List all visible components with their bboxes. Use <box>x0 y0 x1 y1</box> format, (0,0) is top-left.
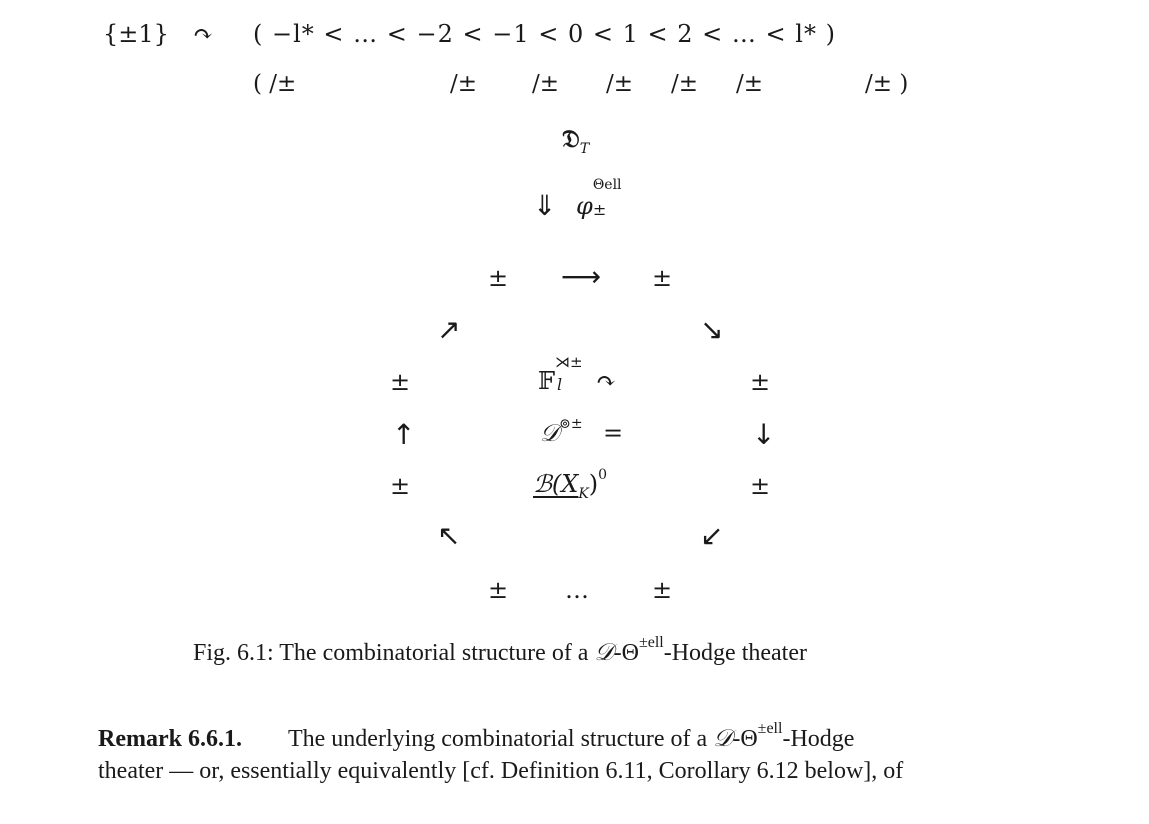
second-row-item: /± <box>450 71 478 97</box>
second-row-close: /± ) <box>865 71 909 97</box>
remark-line1-D: 𝒟 <box>713 726 733 752</box>
caption-superscript: ±ell <box>638 634 664 651</box>
caption-theta: -Θ <box>613 640 639 666</box>
remark-line1-b: -Hodge <box>782 726 855 752</box>
b-of-x-close: ) <box>588 470 599 498</box>
frak-d-subscript: T <box>579 140 590 157</box>
second-row-item: /± <box>671 71 699 97</box>
caption-prefix: Fig. 6.1: The combinatorial structure of… <box>193 640 595 666</box>
field-F-subscript: l <box>557 375 563 394</box>
node-mid-left-lower: ± <box>390 472 411 500</box>
phi-subscript: ± <box>592 200 607 219</box>
node-bottom-left: ± <box>488 576 509 604</box>
field-F-superscript: ⋊± <box>555 353 583 371</box>
action-symbol: ↷ <box>193 20 214 48</box>
northwest-arrow-icon: ↖ <box>437 519 461 552</box>
b-of-x-subscript: K <box>578 485 589 502</box>
caption-D: 𝒟 <box>594 640 614 666</box>
down-arrow-icon: ↓ <box>752 418 776 451</box>
remark-title: Remark 6.6.1. <box>98 726 242 752</box>
remark-line1-superscript: ±ell <box>757 720 783 737</box>
field-F: 𝔽 <box>538 367 556 395</box>
center-action-symbol: ↷ <box>596 367 617 395</box>
caption-suffix: -Hodge theater <box>663 640 807 666</box>
phi-label: φ Θell ± <box>576 178 622 220</box>
node-bottom-right: ± <box>652 576 673 604</box>
center-line-3: ℬ(XK)0 <box>533 468 607 501</box>
frak-d-symbol: 𝔇T <box>562 124 589 156</box>
southeast-arrow-icon: ↘ <box>700 313 724 346</box>
ordered-sequence: ( −l* < … < −2 < −1 < 0 < 1 < 2 < … < l*… <box>253 20 836 48</box>
bottom-ellipsis: … <box>565 576 589 604</box>
southwest-arrow-icon: ↙ <box>700 519 724 552</box>
remark-line-1: Remark 6.6.1. The underlying combinatoria… <box>98 721 855 752</box>
node-top-right: ± <box>652 264 673 292</box>
phi-superscript: Θell <box>592 177 622 193</box>
second-row-open: ( /± <box>253 71 297 97</box>
right-long-arrow-icon: ⟶ <box>561 260 602 293</box>
node-mid-right-lower: ± <box>750 472 771 500</box>
b-of-x-superscript: 0 <box>598 467 608 483</box>
calligraphic-D-superscript: ⊚± <box>559 416 583 432</box>
phi-symbol: φ <box>576 192 593 220</box>
frak-d: 𝔇 <box>562 124 580 153</box>
center-line-2: 𝒟⊚± <box>540 417 583 447</box>
node-mid-right-upper: ± <box>750 368 771 396</box>
figure-caption: Fig. 6.1: The combinatorial structure of… <box>193 635 807 666</box>
remark-line1-a: The underlying combinatorial structure o… <box>287 726 714 752</box>
node-mid-left-upper: ± <box>390 368 411 396</box>
remark-line-2: theater — or, essentially equivalently [… <box>98 758 904 784</box>
double-down-arrow-icon: ⇓ <box>533 189 557 222</box>
calligraphic-D: 𝒟 <box>540 419 560 447</box>
northeast-arrow-icon: ↗ <box>437 313 461 346</box>
group-symbol: {±1} <box>103 20 169 48</box>
up-arrow-icon: ↑ <box>392 418 416 451</box>
second-row-item: /± <box>606 71 634 97</box>
node-top-left: ± <box>488 264 509 292</box>
second-row-item: /± <box>532 71 560 97</box>
center-line-1: 𝔽 ⋊± l <box>538 355 583 395</box>
center-equals: = <box>603 419 624 447</box>
second-row-item: /± <box>736 71 764 97</box>
b-of-x: ℬ(X <box>533 470 579 498</box>
remark-line1-theta: -Θ <box>732 726 758 752</box>
